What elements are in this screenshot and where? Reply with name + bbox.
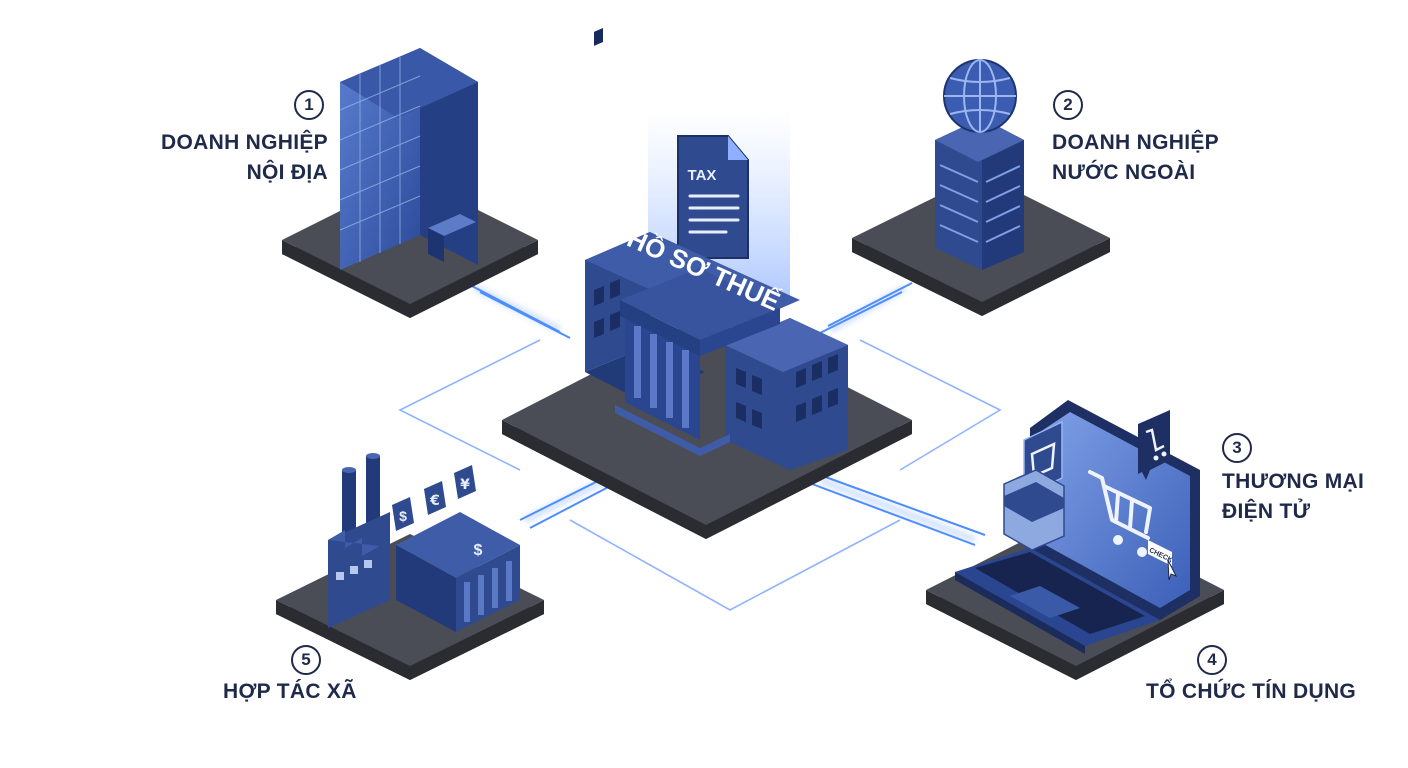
- node-4-line1: TỔ CHỨC TÍN DỤNG: [1146, 680, 1357, 703]
- euro-icon: €: [429, 493, 440, 509]
- credit-card-icon: [1003, 469, 1065, 551]
- link-node-2: [827, 282, 913, 327]
- cart-bubble-icon: [1138, 410, 1170, 480]
- node-3-line1: THƯƠNG MẠI: [1222, 470, 1365, 493]
- link-node-3: [819, 474, 986, 536]
- node-5-line1: HỢP TÁC XÃ: [223, 680, 357, 703]
- yen-icon: ¥: [460, 477, 470, 493]
- currency-icons: $ € ¥: [392, 465, 476, 531]
- node-2-line2: NƯỚC NGOÀI: [1052, 161, 1196, 184]
- node-5-label: HỢP TÁC XÃ: [223, 677, 357, 707]
- node-1-label: DOANH NGHIỆP NỘI ĐỊA: [161, 128, 328, 188]
- office-tower-icon: [339, 48, 478, 270]
- tax-office-building-icon: [585, 28, 848, 470]
- node-3-label: THƯƠNG MẠI ĐIỆN TỬ: [1222, 467, 1364, 527]
- globe-tower-icon: [935, 59, 1024, 270]
- factory-bank-icon: $: [328, 453, 520, 632]
- node-1-line2: NỘI ĐỊA: [246, 161, 328, 184]
- node-1-number: 1: [294, 90, 324, 120]
- node-2-line1: DOANH NGHIỆP: [1052, 131, 1219, 154]
- tax-label: TAX: [688, 167, 717, 184]
- dollar-icon: $: [399, 508, 407, 524]
- currency-bank-label: $: [474, 542, 483, 559]
- node-2-label: DOANH NGHIỆP NƯỚC NGOÀI: [1052, 128, 1219, 188]
- link-node-5: [519, 474, 611, 521]
- node-3-number: 3: [1222, 433, 1252, 463]
- node-5-number: 5: [291, 645, 321, 675]
- node-4-number: 4: [1197, 645, 1227, 675]
- node-4-label: TỔ CHỨC TÍN DỤNG: [1146, 677, 1356, 707]
- node-3-line2: ĐIỆN TỬ: [1222, 500, 1311, 523]
- connection-lines: [398, 269, 1002, 611]
- node-1-line1: DOANH NGHIỆP: [161, 131, 328, 154]
- tax-document-icon: TAX: [677, 135, 749, 259]
- node-2-number: 2: [1053, 90, 1083, 120]
